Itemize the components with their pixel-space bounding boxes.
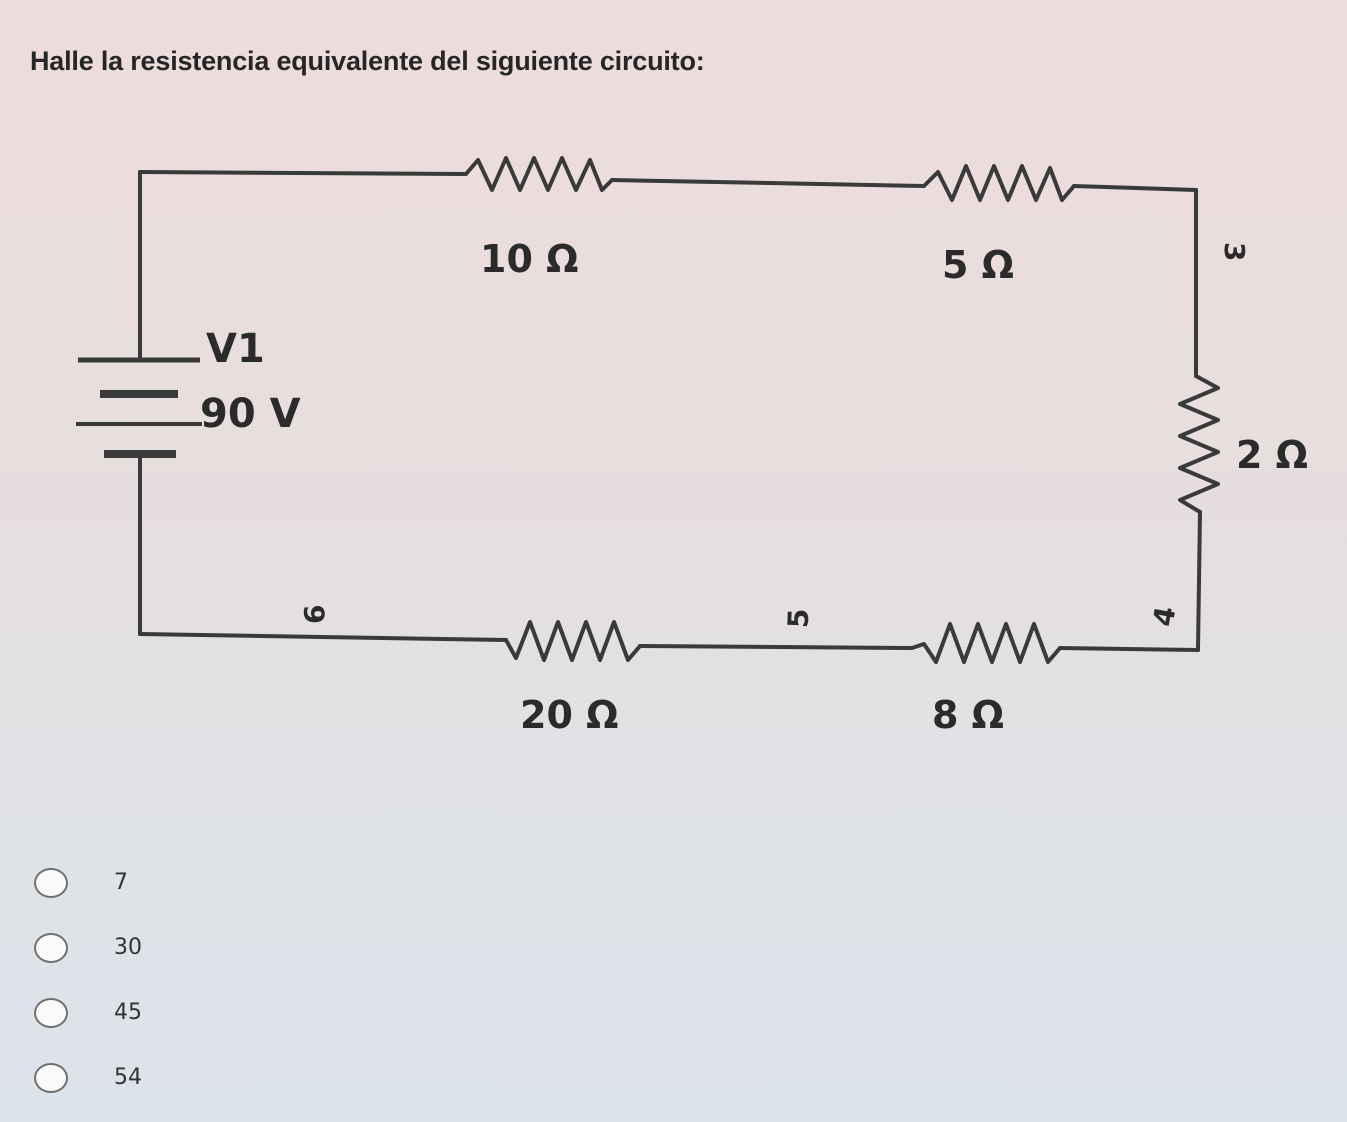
option-30[interactable]: 30 — [34, 915, 142, 980]
resistor-2-ohm — [1178, 374, 1220, 514]
node-label-5: 5 — [782, 608, 816, 629]
option-45[interactable]: 45 — [34, 980, 142, 1045]
option-label: 7 — [114, 870, 128, 895]
resistor-5-label: 5 Ω — [942, 243, 1014, 287]
source-name-label: V1 — [206, 326, 265, 372]
node-label-3: 3 — [1218, 242, 1251, 261]
node-label-4: 4 — [1147, 604, 1183, 629]
resistor-10-ohm — [464, 156, 614, 192]
option-label: 54 — [114, 1065, 142, 1090]
radio-button[interactable] — [34, 932, 68, 963]
wire-bottom-middle — [638, 644, 914, 650]
option-label: 45 — [114, 1000, 142, 1025]
node-label-6: 6 — [298, 605, 331, 624]
wire-bottom-right — [1058, 646, 1200, 652]
radio-button[interactable] — [34, 997, 68, 1028]
answer-options: 7 30 45 54 — [34, 850, 142, 1110]
wire-top-middle — [610, 178, 926, 188]
resistor-8-label: 8 Ω — [932, 693, 1004, 737]
option-7[interactable]: 7 — [34, 850, 142, 915]
resistor-8-ohm — [910, 622, 1062, 664]
option-54[interactable]: 54 — [34, 1045, 142, 1110]
radio-button[interactable] — [34, 867, 68, 898]
wire-right-lower — [1196, 510, 1202, 652]
source-voltage-label: 90 V — [200, 391, 301, 437]
wire-top-left — [138, 170, 468, 176]
resistor-10-label: 10 Ω — [480, 237, 578, 281]
wire-bottom-left — [138, 632, 508, 642]
resistor-5-ohm — [922, 164, 1076, 202]
radio-button[interactable] — [34, 1062, 68, 1093]
question-text: Halle la resistencia equivalente del sig… — [30, 46, 705, 76]
resistor-20-label: 20 Ω — [520, 693, 618, 737]
battery-v1 — [76, 357, 202, 458]
wire-top-right — [1072, 184, 1198, 192]
option-label: 30 — [114, 935, 142, 960]
resistor-2-label: 2 Ω — [1236, 433, 1308, 477]
resistor-20-ohm — [504, 620, 642, 662]
